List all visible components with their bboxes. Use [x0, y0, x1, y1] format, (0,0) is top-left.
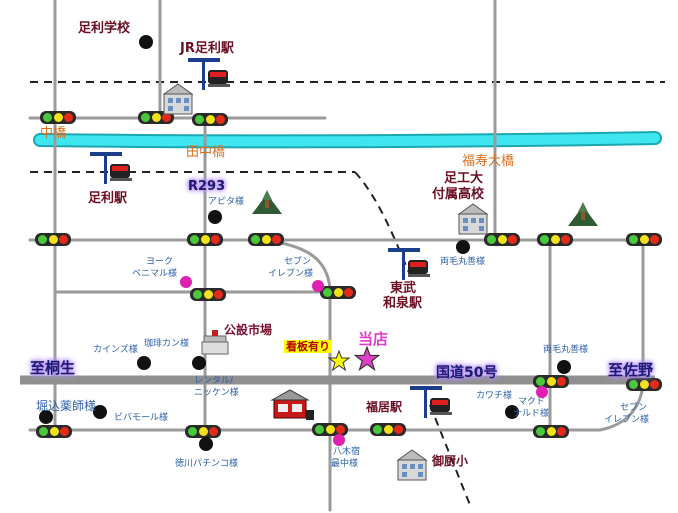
label-tokugawa: 徳川パチンコ様: [175, 459, 239, 469]
traffic-light-icon: [248, 233, 284, 246]
traffic-light-icon: [190, 288, 226, 301]
school-building-icon: [457, 203, 489, 235]
label-seven-eleven-1: セブン: [284, 257, 312, 267]
landmark-dot: [456, 240, 470, 254]
star-icon: [354, 346, 380, 372]
landmark-dot: [208, 210, 222, 224]
label-vivamall: ビバモール様: [114, 413, 169, 423]
traffic-light-icon: [35, 233, 71, 246]
traffic-light-icon: [626, 378, 662, 391]
label-coffee: 珈琲カン様: [144, 339, 190, 349]
traffic-light-icon: [187, 233, 223, 246]
label-r293: R293: [188, 179, 226, 194]
railway-south: [429, 404, 471, 506]
label-tanaka-bridge: 田中橋: [186, 145, 226, 160]
label-ryomo-marumatsu-1: 両毛丸善様: [440, 257, 486, 267]
school-building-icon: [396, 449, 428, 481]
label-route50: 国道50号: [436, 365, 498, 381]
landmark-dot: [137, 356, 151, 370]
traffic-light-icon: [192, 113, 228, 126]
landmark-dot: [39, 410, 53, 424]
label-seven-eleven-4: イレブン様: [604, 415, 650, 425]
castle-icon: [568, 202, 598, 226]
label-york-benimaru-2: ベニマル様: [132, 269, 178, 279]
label-mcdonalds-1: マクド: [518, 397, 546, 407]
label-tobu-station-1: 東武: [390, 281, 417, 296]
label-our-shop: 当店: [358, 330, 389, 348]
tobu-railway-curve: [354, 171, 411, 276]
label-mikuriya: 御厨小: [432, 454, 469, 468]
store-marker: [180, 276, 192, 288]
label-kawachi: カワチ様: [476, 391, 513, 401]
store-marker: [333, 434, 345, 446]
river: [35, 133, 660, 147]
star-icon: [328, 350, 350, 372]
castle-icon: [252, 190, 282, 214]
traffic-light-icon: [370, 423, 406, 436]
label-ashikaga-station: 足利駅: [88, 191, 128, 206]
traffic-light-icon: [533, 375, 569, 388]
traffic-light-icon: [36, 425, 72, 438]
traffic-light-icon: [484, 233, 520, 246]
landmark-dot: [139, 35, 153, 49]
label-fukui-station: 福居駅: [366, 400, 403, 414]
label-rental-2: ニッケン様: [194, 388, 239, 398]
traffic-light-icon: [626, 233, 662, 246]
label-seven-eleven-2: イレブン様: [268, 269, 314, 279]
traffic-light-icon: [533, 425, 569, 438]
label-to-kiryu: 至桐生: [30, 359, 76, 377]
label-fukuju-bridge: 福寿大橋: [462, 154, 515, 169]
label-horigome: 堀込薬師様: [36, 399, 97, 413]
label-apita: アピタ様: [208, 197, 245, 207]
label-mcdonalds-2: ナルド様: [513, 409, 550, 419]
label-rental-1: レンタル/: [194, 376, 234, 386]
label-ashiko-school-2: 付属高校: [432, 187, 485, 202]
label-jr-ashikaga-station: JR足利駅: [180, 41, 234, 56]
landmark-dot: [93, 405, 107, 419]
store-marker: [536, 386, 548, 398]
label-naka-bridge: 中橋: [40, 126, 67, 141]
station-icon: [410, 386, 452, 418]
landmark-dot: [505, 405, 519, 419]
traffic-light-icon: [312, 423, 348, 436]
label-kainz: カインズ様: [93, 345, 138, 355]
store-icon: [201, 330, 229, 355]
traffic-light-icon: [40, 111, 76, 124]
store-marker: [312, 280, 324, 292]
landmark-dot: [199, 437, 213, 451]
landmark-dot: [192, 356, 206, 370]
traffic-light-icon: [320, 286, 356, 299]
label-ashikaga-school: 足利学校: [78, 21, 131, 36]
label-market: 公設市場: [224, 323, 273, 337]
label-to-sano: 至佐野: [608, 361, 654, 379]
traffic-light-icon: [537, 233, 573, 246]
station-icon: [188, 58, 230, 90]
label-ashiko-school-1: 足工大: [444, 171, 484, 186]
landmark-dot: [557, 360, 571, 374]
station-icon: [388, 248, 430, 280]
label-yagijuku-2: 最中様: [331, 459, 359, 469]
traffic-light-icon: [185, 425, 221, 438]
label-tobu-station-2: 和泉駅: [383, 296, 423, 311]
school-building-icon: [162, 83, 194, 115]
label-york-benimaru-1: ヨーク: [146, 257, 174, 267]
label-ryomo-marumatsu-2: 両毛丸善様: [543, 345, 589, 355]
station-icon: [90, 152, 132, 184]
gas-station-icon: [270, 389, 314, 420]
label-signboard: 看板有り: [284, 340, 332, 353]
label-seven-eleven-3: セブン: [620, 403, 648, 413]
label-yagijuku-1: 八木宿: [333, 447, 361, 457]
